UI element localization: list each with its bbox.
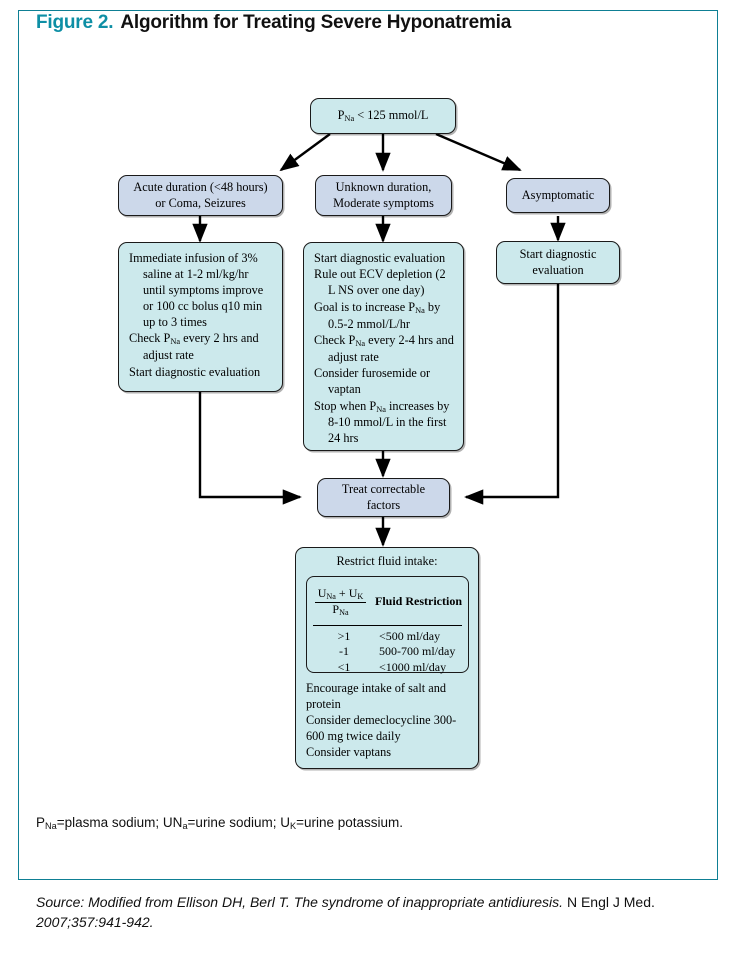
list-item: Stop when PNa increases by 8-10 mmol/L i… (314, 398, 450, 446)
cell-ratio: <1 (337, 659, 351, 674)
ratio-numerator: UNa + UK (314, 586, 367, 604)
node-branch-acute[interactable]: Acute duration (<48 hours) or Coma, Seiz… (118, 175, 283, 216)
flowchart: PNa < 125 mmol/L Acute duration (<48 hou… (118, 98, 620, 769)
table-row: >1 <500 ml/day (313, 629, 462, 644)
list-item: Check PNa every 2 hrs and adjust rate (129, 331, 259, 363)
node-branch-unknown[interactable]: Unknown duration, Moderate symptoms (315, 175, 452, 216)
ratio-denominator: PNa (332, 602, 349, 617)
list-item: Consider furosemide or vaptan (314, 366, 431, 397)
source-journal: N Engl J Med. (563, 894, 655, 910)
node-branch-asymptomatic[interactable]: Asymptomatic (506, 178, 610, 213)
table-column-header: Fluid Restriction (375, 594, 462, 609)
cell-restriction: <500 ml/day (379, 629, 441, 643)
source-prefix: Source: Modified from Ellison DH, Berl T… (36, 894, 564, 910)
node-branch-asymptomatic-label: Asymptomatic (521, 187, 595, 202)
node-treatment-unknown[interactable]: Start diagnostic evaluation Rule out ECV… (303, 242, 464, 451)
list-item: Start diagnostic evaluation (314, 251, 446, 265)
node-correctable-label: Treat correctable factors (341, 481, 426, 512)
source-citation: Source: Modified from Ellison DH, Berl T… (36, 892, 706, 933)
list-item: Encourage intake of salt and protein (306, 681, 446, 711)
list-item: Immediate infusion of 3% saline at 1-2 m… (129, 251, 264, 329)
list-item: Consider demeclocycline 300-600 mg twice… (306, 712, 457, 743)
cell-restriction: <1000 ml/day (379, 659, 447, 674)
node-root-pna[interactable]: PNa < 125 mmol/L (310, 98, 456, 134)
table-row: -1 500-700 ml/day (313, 644, 462, 659)
table-divider (313, 625, 462, 626)
node-treatment-asymptomatic-label: Start diagnostic evaluation (519, 246, 597, 277)
cell-ratio: >1 (337, 629, 351, 643)
list-item: Rule out ECV depletion (2 L NS over one … (314, 267, 446, 298)
list-item: Consider vaptans (306, 744, 392, 759)
figure-title: Figure 2. Algorithm for Treating Severe H… (36, 12, 696, 42)
list-item: Goal is to increase PNa by 0.5-2 mmol/L/… (314, 299, 441, 331)
node-treat-correctable-factors[interactable]: Treat correctable factors (317, 478, 450, 517)
cell-restriction: 500-700 ml/day (379, 644, 456, 659)
restrict-heading: Restrict fluid intake: (336, 554, 438, 568)
node-treatment-acute[interactable]: Immediate infusion of 3% saline at 1-2 m… (118, 242, 283, 392)
list-item: Start diagnostic evaluation (129, 364, 261, 379)
node-branch-unknown-label: Unknown duration, Moderate symptoms (333, 179, 434, 210)
node-branch-acute-label: Acute duration (<48 hours) or Coma, Seiz… (133, 179, 268, 210)
abbreviations-note: PNa=plasma sodium; UNa=urine sodium; UK=… (36, 815, 404, 832)
list-item: Check PNa every 2-4 hrs and adjust rate (314, 333, 454, 364)
node-restrict-fluid-intake[interactable]: Restrict fluid intake: UNa + UK PNa Flui… (295, 547, 479, 769)
node-treatment-asymptomatic[interactable]: Start diagnostic evaluation (496, 241, 620, 284)
figure-title-text: Algorithm for Treating Severe Hyponatrem… (120, 12, 512, 33)
source-citation-detail: 2007;357:941-942. (36, 914, 154, 931)
cell-ratio: -1 (339, 644, 349, 659)
flow-connectors (192, 132, 566, 547)
figure-number: Figure 2. (36, 12, 114, 33)
node-root-label: PNa < 125 mmol/L (337, 107, 429, 123)
fluid-restriction-table: UNa + UK PNa Fluid Restriction >1 <500 m… (306, 576, 469, 675)
table-row: <1 <1000 ml/day (313, 660, 462, 675)
ratio-fraction: UNa + UK PNa (313, 586, 368, 618)
